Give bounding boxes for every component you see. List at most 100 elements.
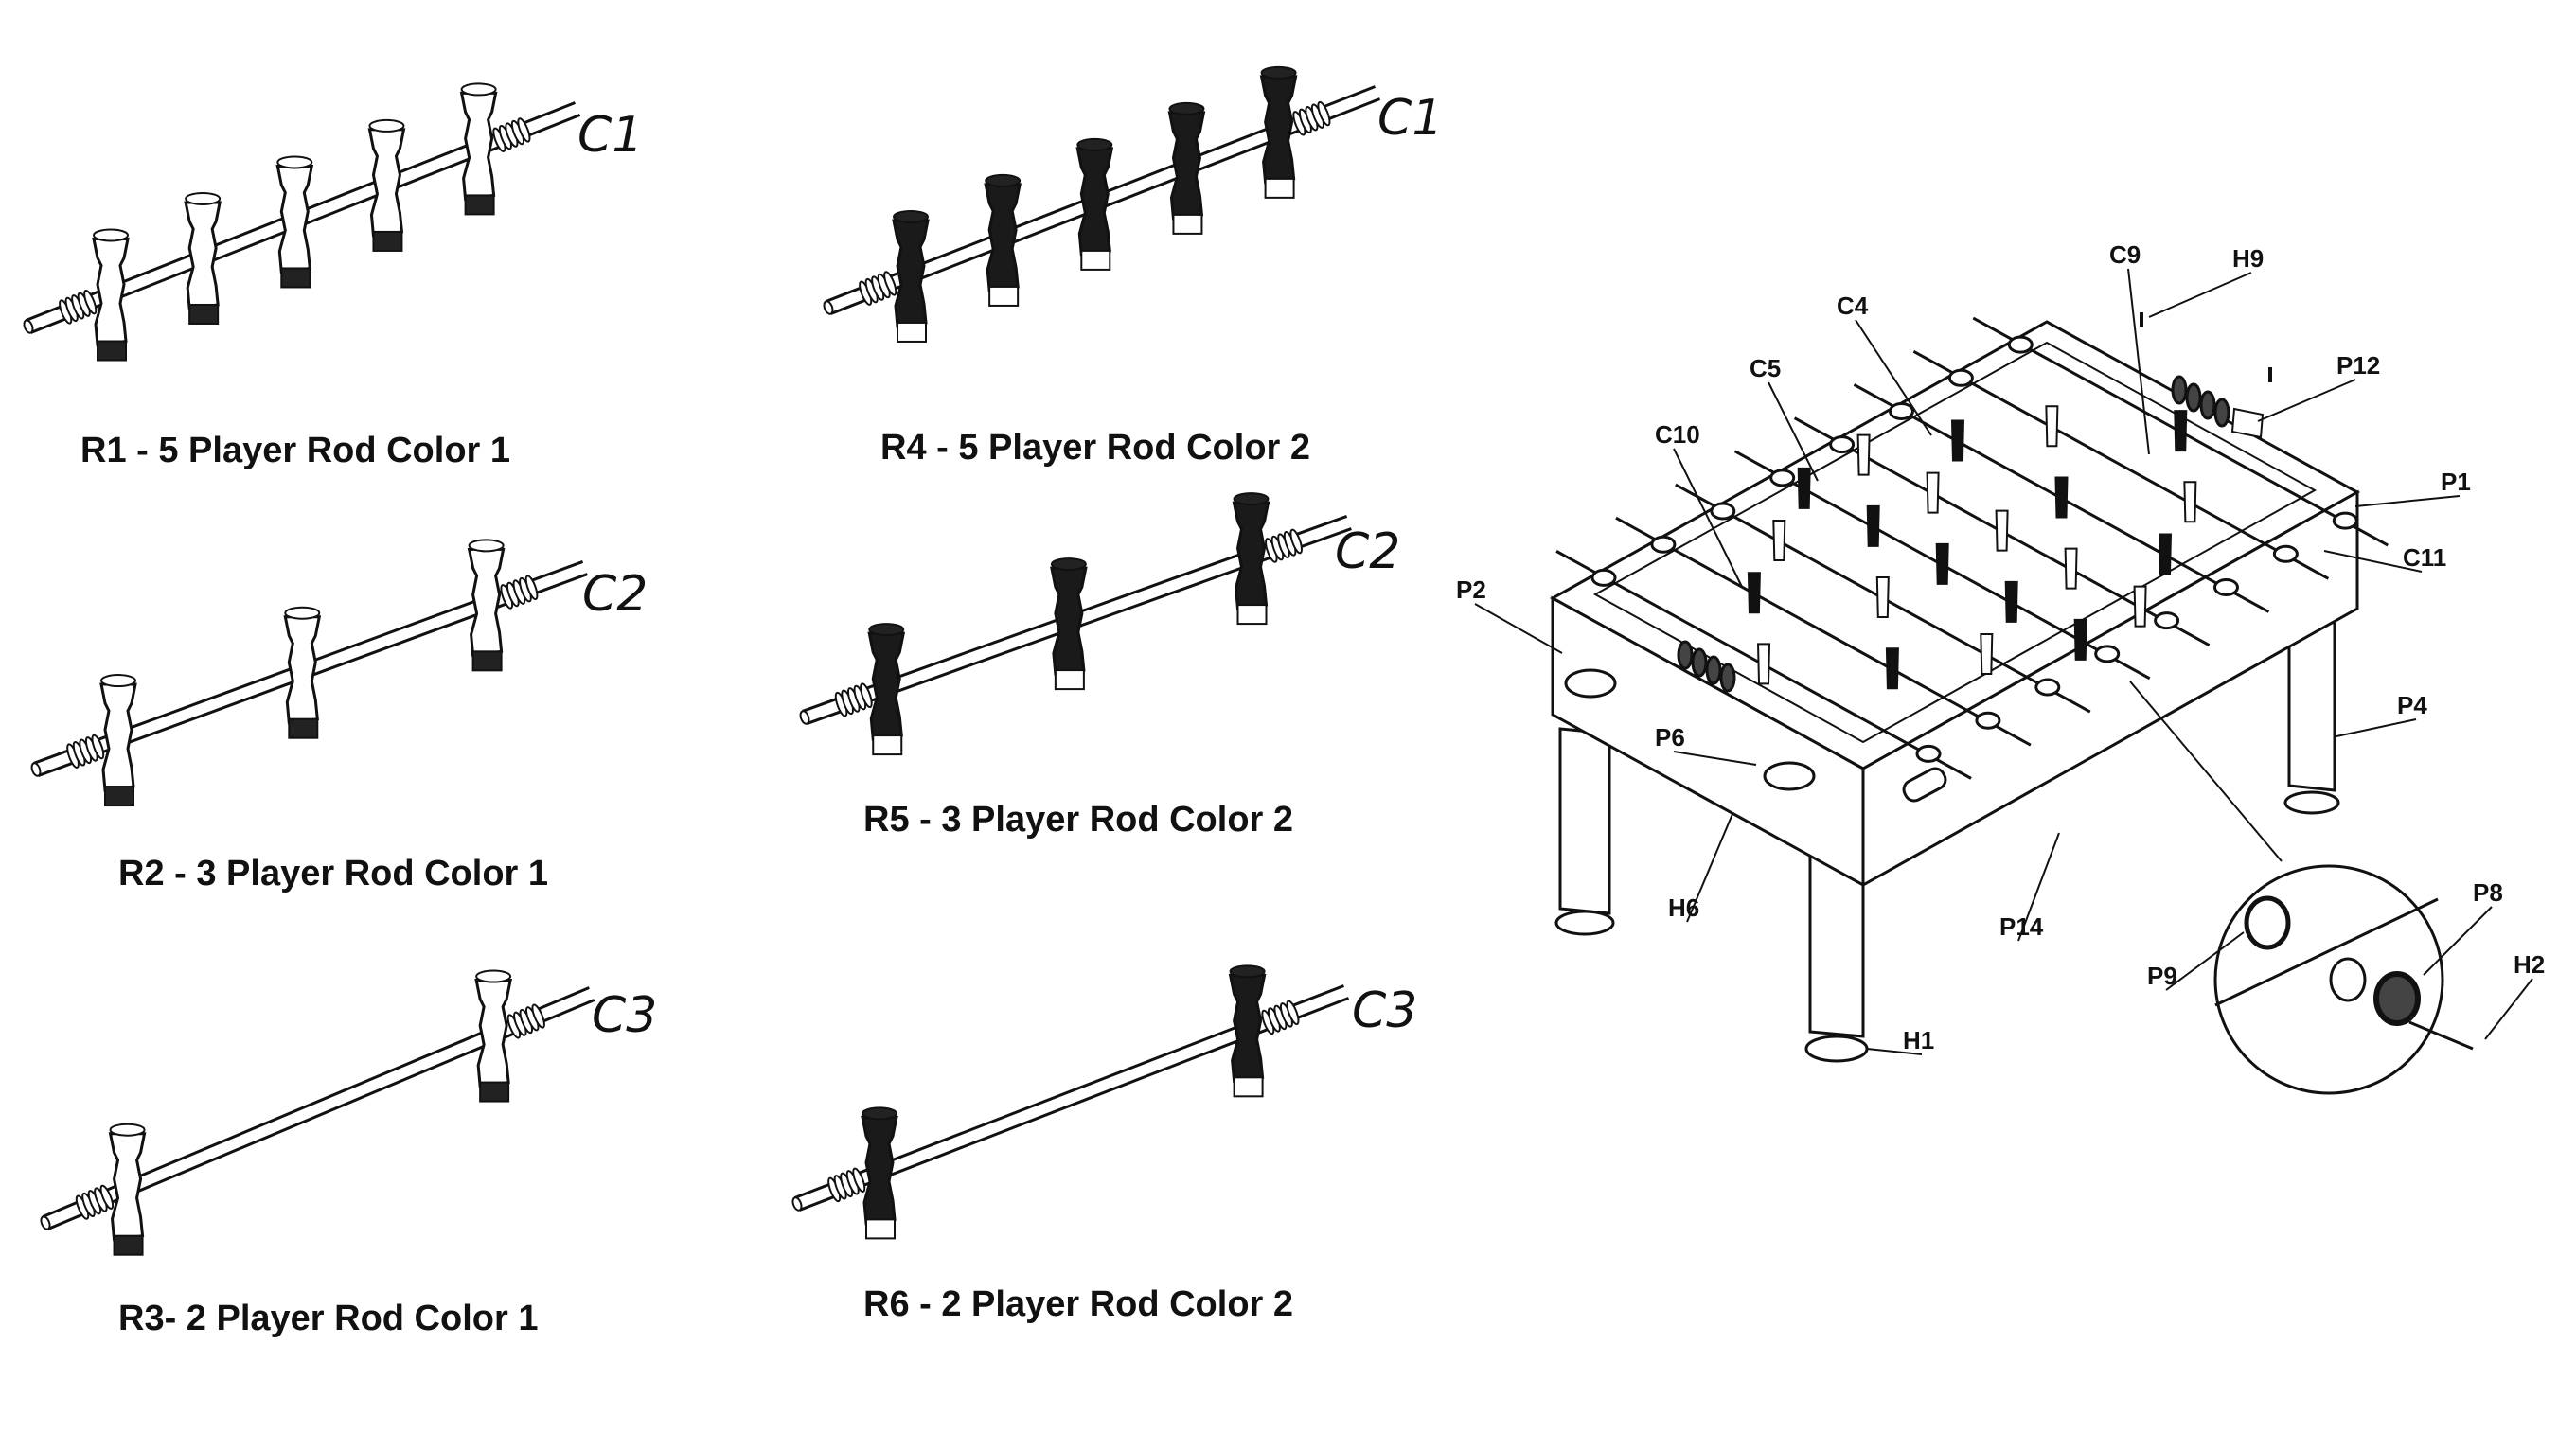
rod-bumper <box>66 734 105 769</box>
table-player <box>1950 419 1965 462</box>
player-figure <box>367 118 406 252</box>
callout-label: P1 <box>2441 468 2471 496</box>
table-leg <box>2283 618 2340 815</box>
callout-label: P12 <box>2336 351 2380 380</box>
rod-bumper <box>1265 528 1303 563</box>
bracket-p12 <box>2230 407 2265 439</box>
callout-label: C9 <box>2109 240 2141 269</box>
callout-label: C5 <box>1750 354 1781 382</box>
table-rod <box>1912 349 2330 580</box>
table-player <box>2064 547 2078 590</box>
callout-p8: P8 <box>2423 878 2503 976</box>
rod-r2: C2 R2 - 3 Player Rod Color 1 <box>30 539 648 893</box>
rod-end-cap <box>791 1196 803 1212</box>
playfield <box>1592 341 2318 744</box>
table-player <box>2073 618 2087 661</box>
table-leg <box>1554 727 1615 936</box>
player-figure <box>1228 964 1267 1098</box>
callout-p12: P12 <box>2257 351 2380 422</box>
player-figure <box>459 82 498 216</box>
rod-end-cap <box>30 762 42 777</box>
rod-end-cap <box>40 1215 51 1230</box>
callout-label: P8 <box>2473 878 2503 907</box>
callout-p6: P6 <box>1655 723 1757 766</box>
table-rod <box>1793 416 2211 646</box>
rod-bumper <box>1292 100 1331 136</box>
rod-end-code: C3 <box>592 987 657 1044</box>
callout-p2: P2 <box>1456 575 1563 654</box>
foosball-table <box>1549 312 2474 1095</box>
rod-bumper <box>827 1167 866 1203</box>
player-figure <box>1232 492 1270 626</box>
table-rod <box>1733 450 2151 681</box>
table-player <box>2054 476 2069 519</box>
rod-end-cap <box>823 300 834 315</box>
player-figure <box>184 191 222 325</box>
rod-caption: R1 - 5 Player Rod Color 1 <box>80 431 510 470</box>
callout-label: H1 <box>1903 1026 1934 1054</box>
player-figure <box>1259 65 1298 199</box>
rod-bumper <box>506 1003 545 1039</box>
table-player <box>1875 576 1890 619</box>
callout-label: H6 <box>1668 893 1699 922</box>
rod-r6: C3 R6 - 2 Player Rod Color 2 <box>791 964 1417 1324</box>
rod-end-code: C3 <box>1352 982 1417 1039</box>
callout-label: H2 <box>2514 950 2545 979</box>
ball-return-cup <box>1564 668 1617 699</box>
rod-bumper <box>500 575 539 610</box>
rod-end-code: C2 <box>582 566 648 623</box>
callout-label: C4 <box>1837 292 1869 320</box>
player-figure <box>984 173 1022 307</box>
callout-label: C11 <box>2403 543 2446 572</box>
callout-h2: H2 <box>2484 950 2545 1040</box>
player-figure <box>467 539 506 672</box>
callout-label: C10 <box>1655 420 1700 449</box>
table-rod <box>1972 316 2389 547</box>
bearing-p9 <box>2244 895 2291 950</box>
callout-c5: C5 <box>1750 354 1819 482</box>
table-player <box>1856 433 1871 476</box>
table-player <box>1797 467 1811 509</box>
rod-bumper <box>1261 1000 1300 1035</box>
rod-bumper <box>75 1184 115 1220</box>
callout-c10: C10 <box>1655 420 1743 588</box>
callout-p4: P4 <box>2336 691 2427 737</box>
goal-slot <box>1902 767 1947 803</box>
table-player <box>2183 481 2197 523</box>
rod-end-cap <box>23 319 34 334</box>
rod-r3: C3 R3- 2 Player Rod Color 1 <box>40 969 657 1338</box>
table-player <box>1980 633 1994 676</box>
rod-end-cap <box>799 710 810 725</box>
table-player <box>2158 533 2173 575</box>
table-leg <box>1804 855 1869 1063</box>
callout-label: P2 <box>1456 575 1486 604</box>
callout-label: P14 <box>1999 912 2044 941</box>
table-player <box>1885 647 1899 690</box>
player-figure <box>92 228 130 362</box>
callout-label: P4 <box>2397 691 2427 719</box>
player-figure <box>474 969 512 1103</box>
rod-end-code: C2 <box>1335 523 1400 580</box>
player-figure <box>867 623 906 756</box>
rod-bumper <box>834 682 873 717</box>
score-counter <box>1677 375 2230 693</box>
rod-end-code: C1 <box>577 107 643 164</box>
rod-end-code: C1 <box>1377 90 1443 147</box>
table-player <box>1995 509 2009 552</box>
table-rod <box>1675 483 2091 714</box>
player-figure <box>108 1123 147 1256</box>
callout-h6: H6 <box>1668 813 1733 923</box>
table-player <box>1926 471 1940 514</box>
callout-p1: P1 <box>2354 468 2471 507</box>
player-figure <box>892 209 930 343</box>
rod-r5: C2 R5 - 3 Player Rod Color 2 <box>799 492 1400 840</box>
rod-caption: R2 - 3 Player Rod Color 1 <box>118 854 548 893</box>
rod-bumper <box>59 289 98 325</box>
rod-caption: R6 - 2 Player Rod Color 2 <box>863 1284 1293 1324</box>
table-rods <box>1555 316 2389 780</box>
rod-bumper <box>859 271 897 306</box>
callout-c9: C9 <box>2109 240 2150 455</box>
rod-r4: C1 R4 - 5 Player Rod Color 2 <box>823 65 1443 468</box>
table-rod <box>1555 550 1972 780</box>
